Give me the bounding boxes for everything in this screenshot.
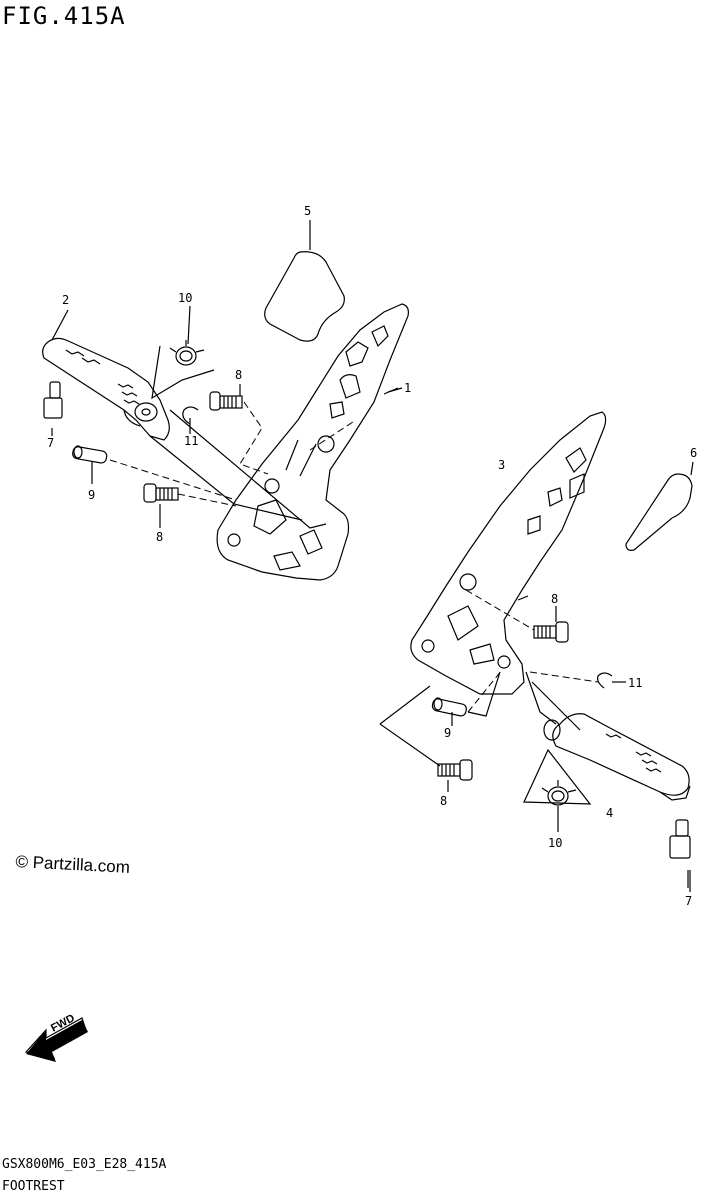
bolt-upper-right: [533, 621, 569, 643]
return-spring-left: [169, 340, 205, 366]
callout-5: 5: [304, 204, 312, 218]
callout-8-upper-right: 8: [551, 592, 559, 606]
callout-11-right: 11: [628, 676, 643, 690]
model-code: GSX800M6_E03_E28_415A: [2, 1157, 167, 1172]
bolt-upper-left: [209, 391, 243, 411]
callout-8-lower-right: 8: [440, 794, 448, 808]
callout-9-right: 9: [444, 726, 452, 740]
callout-7-right: 7: [685, 894, 693, 908]
footrest-bracket-right: [410, 411, 607, 695]
callout-7-left: 7: [47, 436, 55, 450]
callout-10-left: 10: [178, 291, 193, 305]
footrest-peg-left: [42, 337, 170, 441]
peg-end-cap-left: [43, 381, 63, 436]
callout-2: 2: [62, 293, 70, 307]
peg-end-cap-right: [669, 819, 691, 888]
figure-title: FIG.415A: [2, 2, 126, 30]
leader-lines: [51, 305, 691, 892]
callout-3: 3: [498, 458, 506, 472]
e-clip-left: [182, 406, 199, 425]
return-spring-right: [541, 780, 577, 806]
callout-4: 4: [606, 806, 614, 820]
pivot-pin-left: [72, 445, 108, 464]
callout-9-left: 9: [88, 488, 96, 502]
forward-arrow-icon: [24, 1017, 88, 1062]
callout-8-upper-left: 8: [235, 368, 243, 382]
footrest-bracket-left: [216, 303, 409, 581]
callout-10-right: 10: [548, 836, 563, 850]
bolt-lower-left: [143, 483, 179, 503]
callout-1: 1: [404, 381, 412, 395]
section-name: FOOTREST: [2, 1179, 65, 1194]
heel-guard-plate-left: [264, 251, 345, 342]
bolt-lower-right: [437, 759, 473, 781]
callout-6: 6: [690, 446, 698, 460]
footrest-peg-right: [543, 713, 691, 801]
heel-guard-plate-right: [625, 473, 693, 551]
e-clip-right: [597, 672, 613, 689]
callout-11-left: 11: [184, 434, 199, 448]
pivot-pin-right: [431, 697, 467, 717]
callout-8-lower-left: 8: [156, 530, 164, 544]
assembly-lines: [109, 345, 599, 805]
